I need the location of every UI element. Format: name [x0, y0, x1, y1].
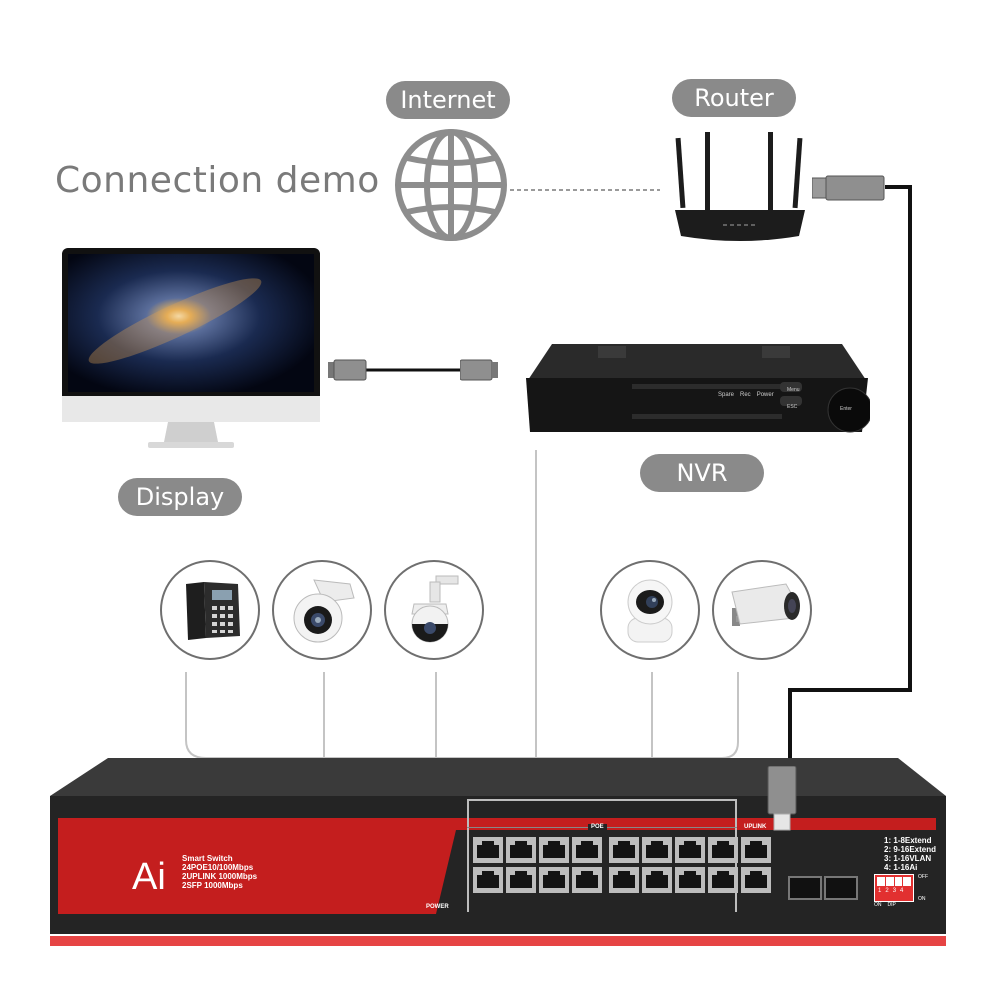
router-cable	[788, 185, 912, 770]
dip-number-2: 2	[885, 888, 889, 894]
device-dome-camera	[272, 560, 372, 660]
dip-toggle-2[interactable]	[885, 877, 894, 886]
device-indoor-camera	[600, 560, 700, 660]
dip-switch[interactable]: 1 2 3 4	[874, 874, 914, 902]
switch-spec-4: 2SFP 1000Mbps	[182, 881, 243, 890]
rj45-port[interactable]	[572, 837, 602, 863]
poe-switch: Ai Smart Switch 24POE10/100Mbps 2UPLINK …	[48, 756, 948, 946]
dip-caption: ON DIP	[874, 902, 896, 908]
router-label: Router	[672, 79, 796, 117]
rj45-port[interactable]	[642, 837, 672, 863]
rj45-port[interactable]	[609, 837, 639, 863]
rj45-port[interactable]	[506, 837, 536, 863]
rj45-port[interactable]	[741, 867, 771, 893]
ptz-camera-icon	[411, 575, 459, 643]
nvr-spare-label: Spare	[718, 392, 735, 398]
rj45-port[interactable]	[708, 867, 738, 893]
dip-number-4: 4	[900, 888, 904, 894]
dip-number-1: 1	[878, 888, 882, 894]
rj45-port[interactable]	[539, 867, 569, 893]
rj45-port[interactable]	[741, 837, 771, 863]
diagram-title: Connection demo	[55, 160, 380, 201]
mode-line-3: 3: 1-16VLAN	[884, 854, 932, 863]
rj45-port[interactable]	[675, 837, 705, 863]
mode-line-1: 1: 1-8Extend	[884, 836, 932, 845]
poe-ports-group-1	[472, 836, 604, 896]
nvr-enter-button: Enter	[840, 406, 852, 412]
rj45-port[interactable]	[708, 837, 738, 863]
dip-toggle-3[interactable]	[894, 877, 903, 886]
switch-ethernet-plug	[767, 766, 797, 831]
dip-toggle-1[interactable]	[877, 877, 885, 886]
switch-spec-2: 24POE10/100Mbps	[182, 863, 254, 872]
nvr-rec-label: Rec	[740, 392, 751, 398]
router-connector	[812, 175, 885, 201]
mode-line-4: 4: 1-16Ai	[884, 863, 918, 872]
nvr-status-labels: Spare Rec Power	[718, 392, 774, 398]
switch-spec-1: Smart Switch	[182, 854, 233, 863]
devices-bracket	[185, 672, 739, 759]
device-ptz-camera	[384, 560, 484, 660]
indoor-camera-icon	[627, 579, 673, 643]
dip-on-caption: ON	[874, 902, 882, 908]
mode-list: 1: 1-8Extend 2: 9-16Extend 3: 1-16VLAN 4…	[884, 836, 936, 872]
nvr-label: NVR	[640, 454, 764, 492]
rj45-port[interactable]	[675, 867, 705, 893]
uplink-label: UPLINK	[744, 824, 767, 830]
rj45-port[interactable]	[506, 867, 536, 893]
dip-toggle-4[interactable]	[903, 877, 911, 886]
globe-icon	[395, 129, 507, 241]
on-label: ON	[918, 896, 926, 902]
sfp-port-2[interactable]	[824, 876, 858, 900]
nvr-esc-button: ESC	[787, 404, 798, 410]
router-icon	[675, 132, 805, 241]
switch-spec-block: Smart Switch 24POE10/100Mbps 2UPLINK 100…	[182, 854, 257, 890]
poe-label: POE	[588, 824, 607, 830]
dip-dip-caption: DIP	[887, 902, 896, 908]
device-ip-phone	[160, 560, 260, 660]
rj45-port[interactable]	[473, 867, 503, 893]
poe-ports-group-2	[608, 836, 740, 896]
display-monitor	[62, 248, 320, 448]
rj45-port[interactable]	[609, 867, 639, 893]
rj45-port[interactable]	[473, 837, 503, 863]
rj45-port[interactable]	[539, 837, 569, 863]
phone-icon	[186, 582, 240, 640]
rj45-port[interactable]	[642, 867, 672, 893]
hdmi-connector-left	[328, 359, 367, 381]
switch-spec-3: 2UPLINK 1000Mbps	[182, 872, 258, 881]
nvr-menu-button: Menu	[787, 387, 800, 393]
device-bullet-camera	[712, 560, 812, 660]
power-label: POWER	[426, 904, 449, 910]
hdmi-connector-right	[460, 359, 498, 381]
dome-camera-icon	[293, 579, 355, 643]
dip-number-3: 3	[892, 888, 897, 894]
rj45-port[interactable]	[572, 867, 602, 893]
switch-logo: Ai	[132, 856, 166, 898]
sfp-port-1[interactable]	[788, 876, 822, 900]
mode-line-2: 2: 9-16Extend	[884, 845, 937, 854]
nvr-device: Spare Rec Power Menu ESC Enter	[522, 340, 870, 440]
internet-label: Internet	[386, 81, 510, 119]
nvr-power-label: Power	[756, 392, 774, 398]
bullet-camera-icon	[731, 583, 800, 626]
display-label: Display	[118, 478, 242, 516]
off-label: OFF	[918, 874, 928, 880]
uplink-ports	[740, 836, 773, 896]
